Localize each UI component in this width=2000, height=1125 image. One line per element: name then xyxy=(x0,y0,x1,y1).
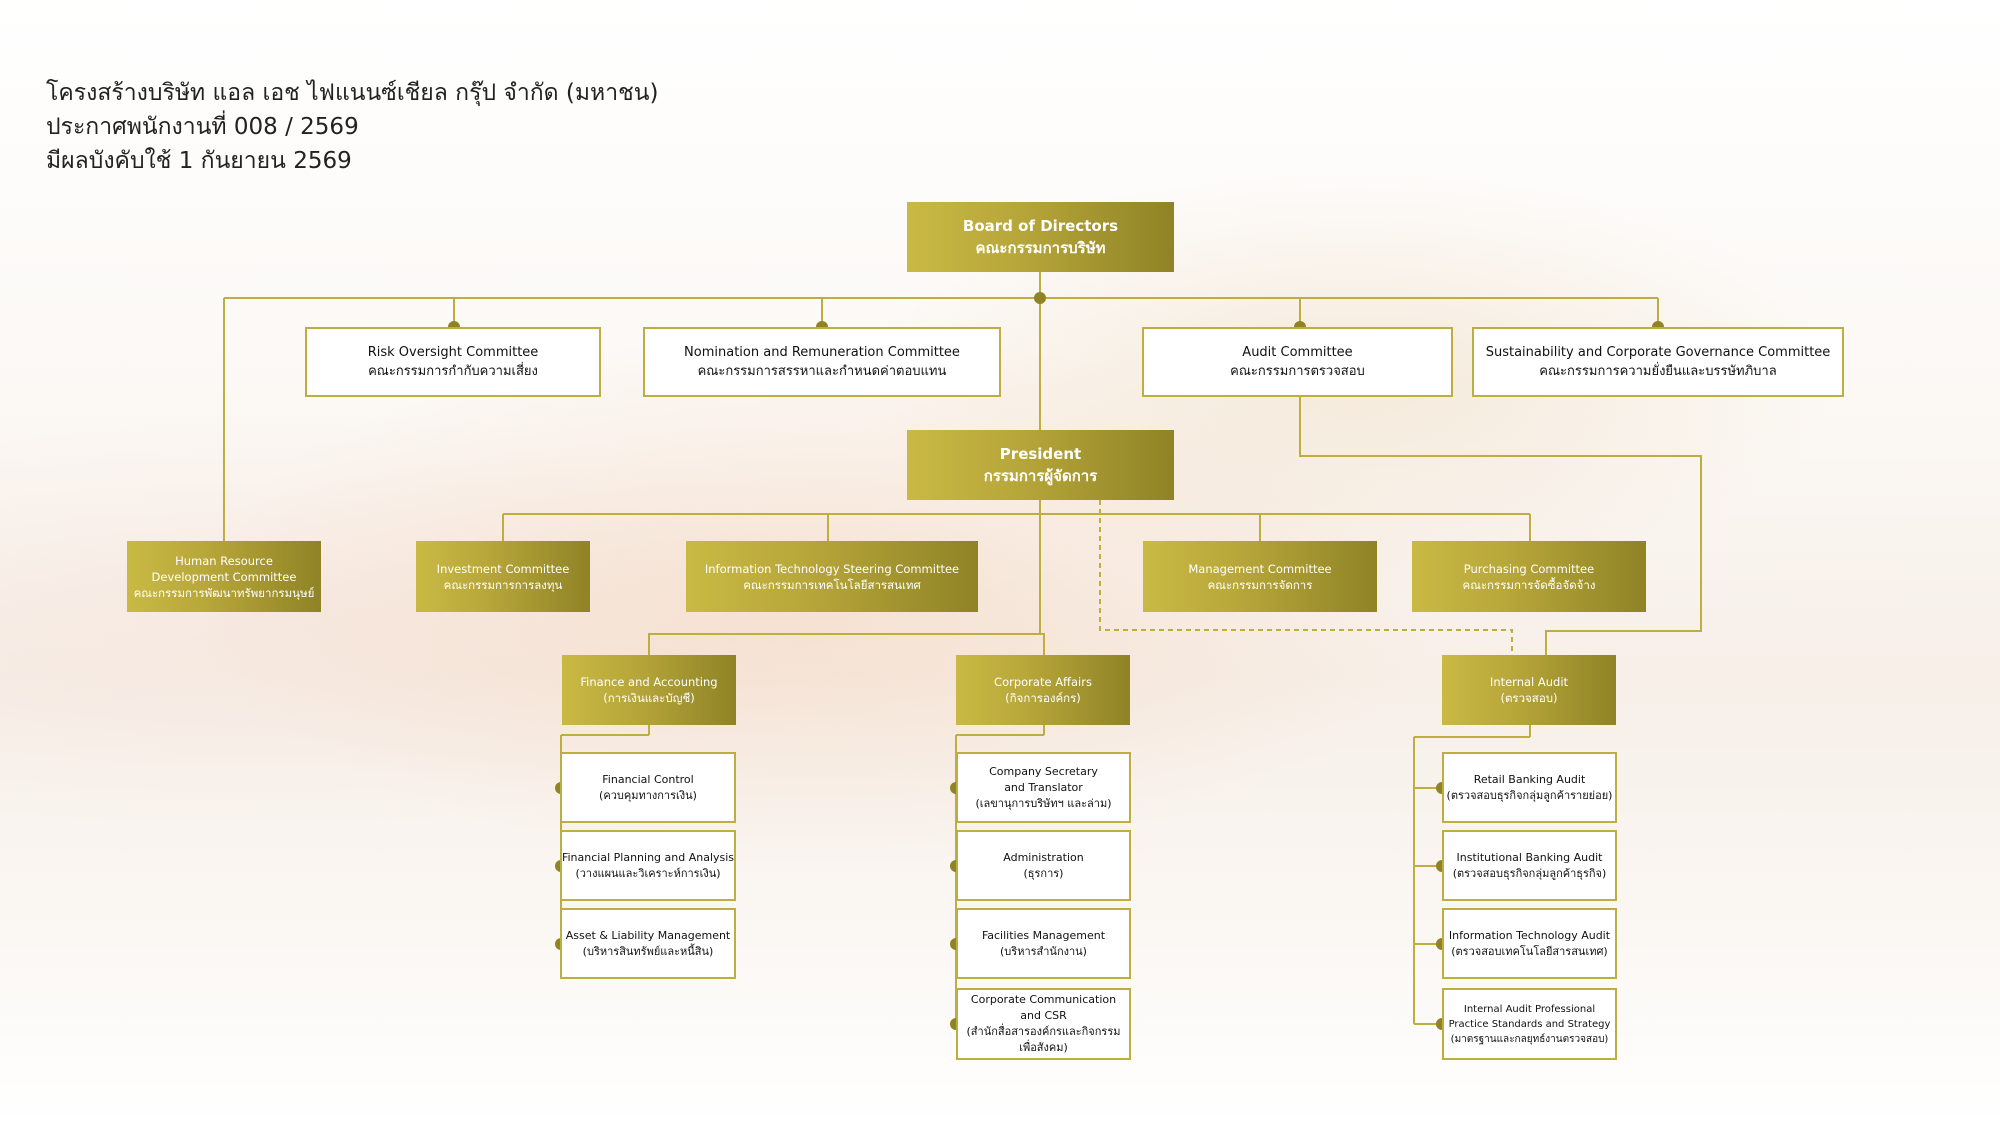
president-en: President xyxy=(999,445,1082,463)
administration-box: Administration (ธุรการ) xyxy=(956,830,1131,901)
board-th: คณะกรรมการบริษัท xyxy=(975,239,1106,257)
purchasing-committee-en: Purchasing Committee xyxy=(1463,561,1595,576)
corporate-division-th: (กิจการองค์กร) xyxy=(1005,691,1081,705)
facilities-management-en: Facilities Management xyxy=(981,928,1106,942)
purchasing-committee-th: คณะกรรมการจัดซื้อจัดจ้าง xyxy=(1462,577,1596,592)
alm-en: Asset & Liability Management xyxy=(565,928,731,942)
risk-oversight-committee-box: Risk Oversight Committee คณะกรรมการกำกับ… xyxy=(305,327,601,397)
sustainability-governance-committee-box: Sustainability and Corporate Governance … xyxy=(1472,327,1844,397)
internal-audit-division-th: (ตรวจสอบ) xyxy=(1500,691,1558,705)
financial-planning-en: Financial Planning and Analysis xyxy=(561,850,735,864)
company-secretary-box: Company Secretary and Translator (เลขานุ… xyxy=(956,752,1131,823)
risk-committee-en: Risk Oversight Committee xyxy=(367,345,539,360)
nomination-remuneration-committee-box: Nomination and Remuneration Committee คณ… xyxy=(643,327,1001,397)
investment-committee-box: Investment Committee คณะกรรมการการลงทุน xyxy=(416,541,590,612)
nomination-committee-en: Nomination and Remuneration Committee xyxy=(684,345,960,360)
financial-control-box: Financial Control (ควบคุมทางการเงิน) xyxy=(560,752,736,823)
finance-division-en: Finance and Accounting xyxy=(580,675,718,689)
board-of-directors-box: Board of Directors คณะกรรมการบริษัท xyxy=(907,202,1174,272)
retail-banking-audit-en: Retail Banking Audit xyxy=(1473,772,1586,786)
page-title: โครงสร้างบริษัท แอล เอช ไฟแนนซ์เชียล กรุ… xyxy=(46,76,658,178)
retail-banking-audit-box: Retail Banking Audit (ตรวจสอบธุรกิจกลุ่ม… xyxy=(1442,752,1617,823)
audit-professional-en-2: Practice Standards and Strategy xyxy=(1448,1018,1611,1030)
financial-planning-th: (วางแผนและวิเคราะห์การเงิน) xyxy=(575,866,721,880)
internal-audit-division-en: Internal Audit xyxy=(1489,675,1569,689)
it-steering-committee-box: Information Technology Steering Committe… xyxy=(686,541,978,612)
title-announcement: ประกาศพนักงานที่ 008 / 2569 xyxy=(46,114,359,140)
hr-committee-en-1: Human Resource xyxy=(175,553,273,568)
corporate-communication-en-2: and CSR xyxy=(1020,1009,1067,1022)
hr-committee-en-2: Development Committee xyxy=(151,569,297,584)
it-audit-box: Information Technology Audit (ตรวจสอบเทค… xyxy=(1442,908,1617,979)
management-committee-box: Management Committee คณะกรรมการจัดการ xyxy=(1143,541,1377,612)
corporate-communication-en-1: Corporate Communication xyxy=(970,993,1117,1006)
president-box: President กรรมการผู้จัดการ xyxy=(907,430,1174,500)
administration-th: (ธุรการ) xyxy=(1023,866,1064,880)
sustainability-committee-en: Sustainability and Corporate Governance … xyxy=(1485,345,1831,360)
administration-en: Administration xyxy=(1003,850,1084,864)
audit-professional-standards-box: Internal Audit Professional Practice Sta… xyxy=(1442,988,1617,1060)
audit-committee-en: Audit Committee xyxy=(1242,345,1353,360)
company-secretary-en-2: and Translator xyxy=(1004,780,1083,794)
hr-committee-th: คณะกรรมการพัฒนาทรัพยากรมนุษย์ xyxy=(133,585,315,600)
nomination-committee-th: คณะกรรมการสรรหาและกำหนดค่าตอบแทน xyxy=(697,364,947,379)
investment-committee-en: Investment Committee xyxy=(436,561,570,576)
it-audit-th: (ตรวจสอบเทคโนโลยีสารสนเทศ) xyxy=(1451,944,1608,958)
title-effective-date: มีผลบังคับใช้ 1 กันยายน 2569 xyxy=(46,148,352,174)
company-secretary-en-1: Company Secretary xyxy=(989,764,1098,778)
asset-liability-management-box: Asset & Liability Management (บริหารสินท… xyxy=(560,908,736,979)
corporate-division-en: Corporate Affairs xyxy=(994,675,1092,689)
institutional-banking-audit-en: Institutional Banking Audit xyxy=(1456,850,1603,864)
it-steering-committee-en: Information Technology Steering Committe… xyxy=(704,561,960,576)
finance-division-th: (การเงินและบัญชี) xyxy=(603,691,695,705)
risk-committee-th: คณะกรรมการกำกับความเสี่ยง xyxy=(368,364,538,379)
audit-committee-th: คณะกรรมการตรวจสอบ xyxy=(1230,364,1365,379)
facilities-management-th: (บริหารสำนักงาน) xyxy=(1000,944,1087,958)
internal-audit-division-box: Internal Audit (ตรวจสอบ) xyxy=(1442,655,1616,725)
finance-accounting-division-box: Finance and Accounting (การเงินและบัญชี) xyxy=(562,655,736,725)
president-th: กรรมการผู้จัดการ xyxy=(983,467,1098,485)
board-en: Board of Directors xyxy=(962,217,1119,235)
corporate-communication-th-2: เพื่อสังคม) xyxy=(1019,1041,1068,1054)
financial-control-en: Financial Control xyxy=(602,772,694,786)
management-committee-en: Management Committee xyxy=(1188,561,1332,576)
retail-banking-audit-th: (ตรวจสอบธุรกิจกลุ่มลูกค้ารายย่อย) xyxy=(1446,788,1613,802)
alm-th: (บริหารสินทรัพย์และหนี้สิน) xyxy=(582,944,714,958)
title-company: โครงสร้างบริษัท แอล เอช ไฟแนนซ์เชียล กรุ… xyxy=(46,80,659,106)
audit-professional-en-1: Internal Audit Professional xyxy=(1463,1003,1596,1015)
sustainability-committee-th: คณะกรรมการความยั่งยืนและบรรษัทภิบาล xyxy=(1539,364,1777,379)
it-audit-en: Information Technology Audit xyxy=(1448,928,1611,942)
corporate-communication-th-1: (สำนักสื่อสารองค์กรและกิจกรรม xyxy=(966,1025,1121,1038)
corporate-affairs-division-box: Corporate Affairs (กิจการองค์กร) xyxy=(956,655,1130,725)
corporate-communication-csr-box: Corporate Communication and CSR (สำนักสื… xyxy=(956,988,1131,1060)
purchasing-committee-box: Purchasing Committee คณะกรรมการจัดซื้อจั… xyxy=(1412,541,1646,612)
institutional-banking-audit-th: (ตรวจสอบธุรกิจกลุ่มลูกค้าธุรกิจ) xyxy=(1452,866,1607,880)
audit-professional-th: (มาตรฐานและกลยุทธ์งานตรวจสอบ) xyxy=(1450,1033,1609,1045)
company-secretary-th: (เลขานุการบริษัทฯ และล่าม) xyxy=(975,796,1112,810)
institutional-banking-audit-box: Institutional Banking Audit (ตรวจสอบธุรก… xyxy=(1442,830,1617,901)
it-steering-committee-th: คณะกรรมการเทคโนโลยีสารสนเทศ xyxy=(743,577,921,592)
management-committee-th: คณะกรรมการจัดการ xyxy=(1207,577,1313,592)
hr-development-committee-box: Human Resource Development Committee คณะ… xyxy=(127,541,321,612)
investment-committee-th: คณะกรรมการการลงทุน xyxy=(443,577,563,592)
audit-committee-box: Audit Committee คณะกรรมการตรวจสอบ xyxy=(1142,327,1453,397)
facilities-management-box: Facilities Management (บริหารสำนักงาน) xyxy=(956,908,1131,979)
financial-control-th: (ควบคุมทางการเงิน) xyxy=(599,788,697,802)
financial-planning-box: Financial Planning and Analysis (วางแผนแ… xyxy=(560,830,736,901)
